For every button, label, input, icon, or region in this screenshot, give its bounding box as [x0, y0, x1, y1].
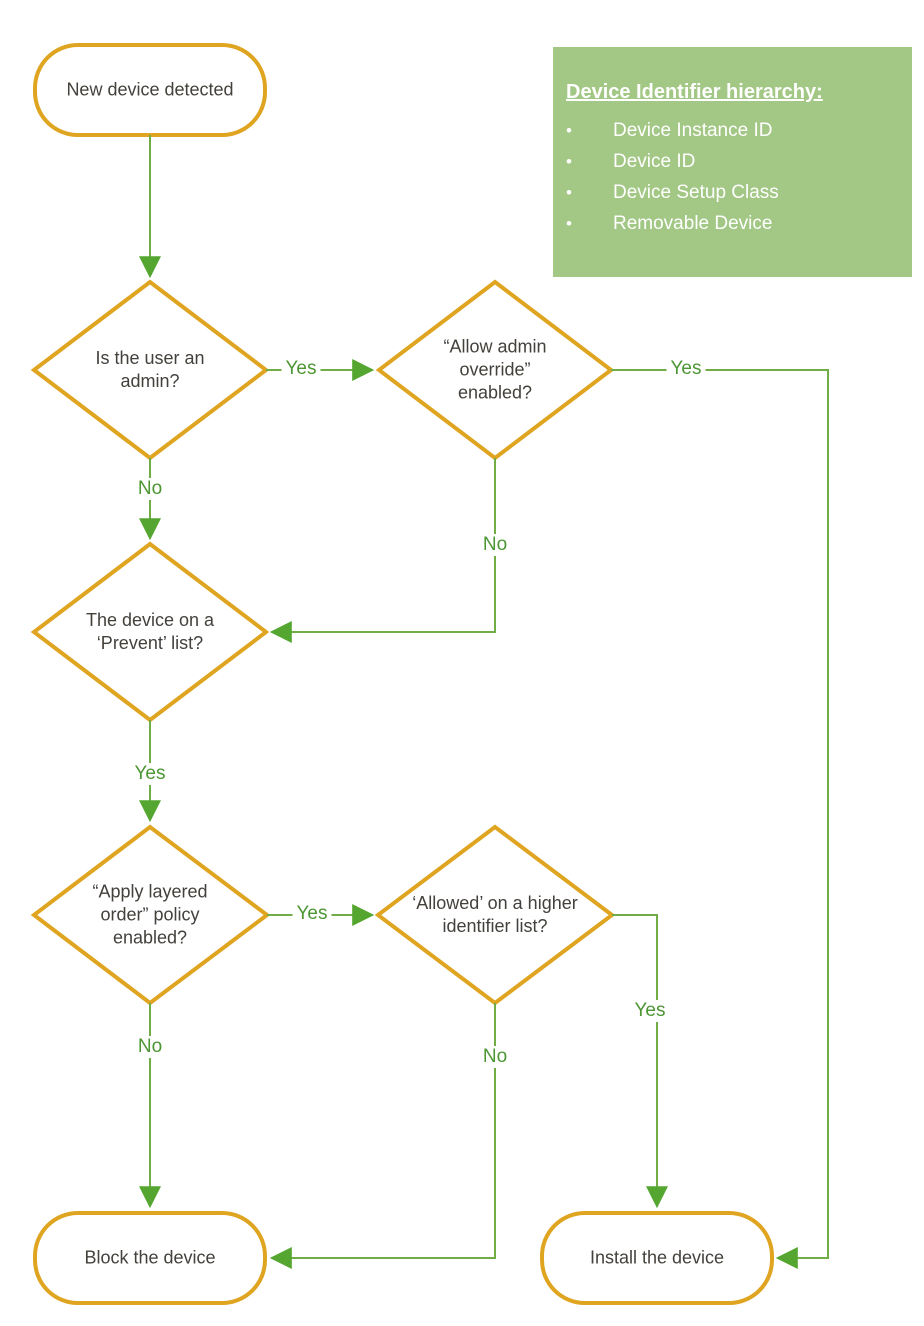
edge-allowed-yes	[612, 914, 668, 1209]
edge-label-override-no: No	[478, 534, 512, 556]
edge-label-override-yes: Yes	[666, 358, 706, 380]
edge-label-layered-no: No	[133, 1036, 167, 1058]
edge-allowed-no	[269, 1003, 496, 1269]
edge-override-no	[269, 458, 496, 643]
legend-item: • Removable Device	[566, 208, 900, 239]
legend-item: • Device Instance ID	[566, 115, 900, 146]
start-node-label: New device detected	[66, 79, 234, 100]
edge-label-layered-yes: Yes	[292, 903, 332, 925]
block-node-label: Block the device	[84, 1247, 216, 1268]
decision-layered-label: “Apply layered order” policy enabled?	[92, 881, 208, 948]
decision-allowed-label: ‘Allowed’ on a higher identifier list?	[412, 893, 578, 936]
legend-item-label: Device ID	[613, 150, 696, 172]
edge-override-yes	[611, 369, 829, 1269]
legend-item: • Device ID	[566, 146, 900, 177]
install-node-label: Install the device	[589, 1247, 725, 1268]
bullet-icon: •	[566, 213, 572, 233]
legend-item-label: Device Setup Class	[613, 181, 779, 203]
legend-item-label: Removable Device	[613, 212, 773, 234]
edge-label-allowed-yes: Yes	[630, 1000, 670, 1022]
legend-item-label: Device Instance ID	[613, 119, 773, 141]
edge-label-allowed-no: No	[478, 1046, 512, 1068]
install-node-shape	[540, 1211, 774, 1305]
decision-override-label: “Allow admin override” enabled?	[443, 336, 547, 403]
legend-title: Device Identifier hierarchy:	[566, 81, 823, 103]
bullet-icon: •	[566, 151, 572, 171]
edge-label-admin-yes: Yes	[281, 358, 321, 380]
bullet-icon: •	[566, 120, 572, 140]
block-node-shape	[33, 1211, 267, 1305]
decision-admin-label: Is the user an admin?	[95, 348, 205, 391]
bullet-icon: •	[566, 182, 572, 202]
device-identifier-legend: Device Identifier hierarchy: • Device In…	[553, 47, 912, 277]
decision-prevent-label: The device on a ‘Prevent’ list?	[85, 610, 215, 653]
edge-label-admin-no: No	[133, 478, 167, 500]
edge-label-prevent-yes: Yes	[130, 763, 170, 785]
legend-item: • Device Setup Class	[566, 177, 900, 208]
